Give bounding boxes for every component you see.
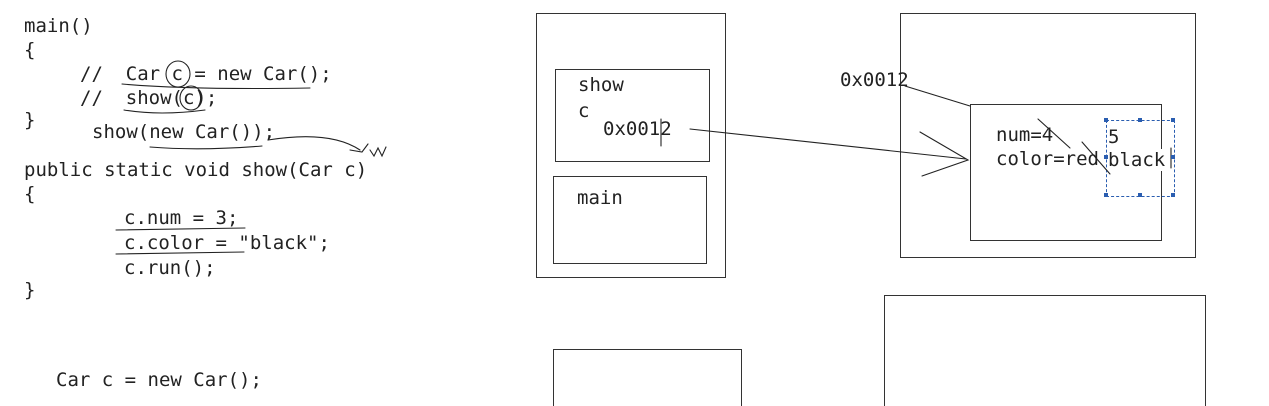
show-stack-frame [555, 69, 710, 162]
stmt-set-num: c.num = 3; [124, 207, 239, 229]
underline-stroke [123, 109, 206, 114]
main-signature: main() [24, 15, 93, 37]
new-color-value: black [1108, 149, 1166, 171]
field-color: color=red [996, 148, 1099, 170]
stmt-run: c.run(); [124, 257, 216, 279]
show-frame-variable-name: c [578, 100, 590, 122]
show-method-signature: public static void show(Car c) [24, 159, 368, 181]
close-brace: } [24, 279, 36, 301]
main-frame-title: main [577, 187, 623, 209]
show-frame-title: show [578, 74, 624, 96]
show-call-line: show(new Car()); [92, 121, 276, 143]
main-stack-frame [553, 176, 707, 264]
heap-address-label: 0x0012 [840, 69, 909, 91]
new-num-value: 5 [1108, 126, 1120, 148]
curved-arrow-head [349, 143, 369, 153]
field-num: num=4 [996, 124, 1054, 146]
open-brace: { [24, 183, 36, 205]
curved-arrow [267, 136, 361, 151]
car-object-box [970, 104, 1162, 241]
show-frame-variable-value: 0x0012 [603, 118, 672, 140]
close-brace: } [24, 109, 36, 131]
comment-line-car: // Car c = new Car(); [80, 63, 332, 85]
bottom-code-line: Car c = new Car(); [56, 369, 262, 391]
lower-stack-box [553, 349, 742, 406]
squiggle-mark [369, 146, 387, 158]
lower-heap-box [884, 295, 1206, 406]
underline-stroke [149, 145, 263, 150]
comment-line-show: // show(c); [80, 87, 218, 109]
open-brace: { [24, 39, 36, 61]
stmt-set-color: c.color = "black"; [124, 232, 330, 254]
